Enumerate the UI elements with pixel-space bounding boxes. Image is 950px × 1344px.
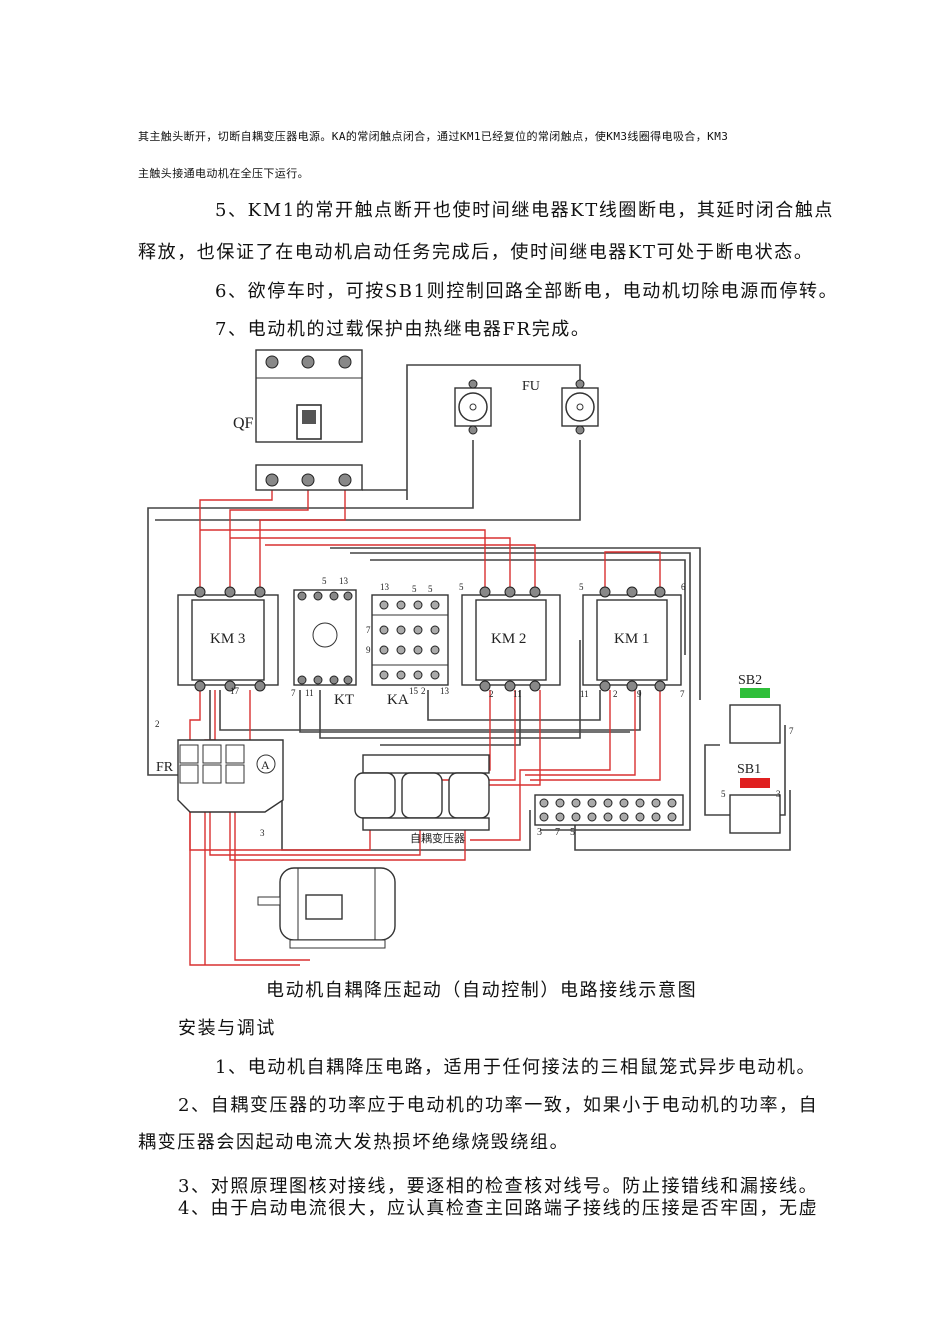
svg-text:5: 5 bbox=[322, 576, 327, 586]
svg-text:SB1: SB1 bbox=[737, 762, 761, 777]
svg-text:5: 5 bbox=[428, 584, 433, 594]
svg-text:KM 2: KM 2 bbox=[491, 631, 526, 647]
svg-text:2: 2 bbox=[613, 689, 618, 699]
svg-text:5: 5 bbox=[721, 789, 726, 799]
paragraph-line: 7、电动机的过载保护由热继电器FR完成。 bbox=[215, 319, 591, 340]
svg-text:13: 13 bbox=[380, 582, 390, 592]
svg-text:KM 3: KM 3 bbox=[210, 631, 245, 647]
svg-text:6: 6 bbox=[681, 582, 686, 592]
svg-text:SB2: SB2 bbox=[738, 673, 762, 688]
svg-text:9: 9 bbox=[366, 645, 371, 655]
svg-text:2: 2 bbox=[421, 686, 426, 696]
section-title: 安装与调试 bbox=[178, 1018, 276, 1039]
svg-text:5: 5 bbox=[579, 582, 584, 592]
svg-text:7: 7 bbox=[680, 689, 685, 699]
svg-text:7: 7 bbox=[555, 827, 560, 838]
svg-text:FR: FR bbox=[156, 760, 174, 775]
svg-text:11: 11 bbox=[580, 689, 589, 699]
paragraph-line: 3、对照原理图核对接线，要逐相的检查核对线号。防止接错线和漏接线。 bbox=[178, 1176, 819, 1197]
svg-text:KT: KT bbox=[334, 692, 354, 708]
motor bbox=[257, 867, 396, 949]
paragraph-line: 5、KM1的常开触点断开也使时间继电器KT线圈断电，其延时闭合触点 bbox=[215, 200, 835, 221]
svg-text:15: 15 bbox=[409, 686, 419, 696]
paragraph-line: 6、欲停车时，可按SB1则控制回路全部断电，电动机切除电源而停转。 bbox=[215, 281, 839, 302]
terminal-block: 3 7 5 bbox=[534, 794, 684, 838]
svg-text:2: 2 bbox=[155, 719, 160, 729]
contactor-km1: KM 1 5 6 11 2 9 7 bbox=[579, 582, 686, 699]
svg-text:11: 11 bbox=[305, 688, 314, 698]
svg-text:9: 9 bbox=[637, 689, 642, 699]
svg-text:3: 3 bbox=[776, 789, 781, 799]
paragraph-line: 2、自耦变压器的功率应于电动机的功率一致，如果小于电动机的功率，自 bbox=[178, 1095, 819, 1116]
svg-text:QF: QF bbox=[233, 415, 254, 432]
svg-text:5: 5 bbox=[570, 827, 575, 838]
svg-text:11: 11 bbox=[513, 689, 522, 699]
paragraph-line: 释放，也保证了在电动机启动任务完成后，使时间继电器KT可处于断电状态。 bbox=[138, 242, 814, 263]
paragraph-line: 主触头接通电动机在全压下运行。 bbox=[138, 167, 309, 180]
time-relay-kt: 5 13 7 11 KT bbox=[291, 576, 357, 708]
svg-text:2: 2 bbox=[489, 689, 494, 699]
svg-text:FU: FU bbox=[522, 379, 540, 394]
contactor-km3: KM 3 17 bbox=[177, 586, 279, 696]
paragraph-line: 4、由于启动电流很大，应认真检查主回路端子接线的压接是否牢固，无虚 bbox=[178, 1198, 819, 1219]
svg-text:3: 3 bbox=[260, 828, 265, 838]
fuses-fu: FU bbox=[454, 379, 599, 435]
svg-text:3: 3 bbox=[537, 827, 542, 838]
figure-caption: 电动机自耦降压起动（自动控制）电路接线示意图 bbox=[266, 980, 698, 1001]
svg-text:7: 7 bbox=[789, 726, 794, 736]
svg-text:KA: KA bbox=[387, 692, 409, 708]
contactor-km2: KM 2 5 2 11 bbox=[459, 582, 561, 699]
button-sb1: SB1 5 3 bbox=[721, 762, 781, 834]
paragraph-line: 其主触头断开，切断自耦变压器电源。KA的常闭触点闭合，通过KM1已经复位的常闭触… bbox=[138, 130, 729, 143]
svg-text:7: 7 bbox=[291, 688, 296, 698]
svg-text:自耦变压器: 自耦变压器 bbox=[410, 831, 465, 845]
svg-text:13: 13 bbox=[339, 576, 349, 586]
autotransformer: 自耦变压器 bbox=[354, 754, 490, 845]
svg-text:A: A bbox=[261, 758, 270, 772]
svg-text:7: 7 bbox=[366, 625, 371, 635]
paragraph-line: 1、电动机自耦降压电路，适用于任何接法的三相鼠笼式异步电动机。 bbox=[215, 1057, 817, 1078]
button-sb2: SB2 7 bbox=[729, 673, 794, 744]
circuit-breaker-qf: QF bbox=[233, 349, 363, 491]
svg-text:17: 17 bbox=[230, 686, 240, 696]
svg-text:KM 1: KM 1 bbox=[614, 631, 649, 647]
svg-text:5: 5 bbox=[412, 584, 417, 594]
thermal-relay-fr: A FR 3 bbox=[156, 739, 284, 838]
paragraph-line: 耦变压器会因起动电流大发热损坏绝缘烧毁绕组。 bbox=[138, 1132, 570, 1153]
svg-text:5: 5 bbox=[459, 582, 464, 592]
svg-text:13: 13 bbox=[440, 686, 450, 696]
intermediate-relay-ka: 13 5 5 7 9 15 2 13 KA bbox=[366, 582, 450, 708]
